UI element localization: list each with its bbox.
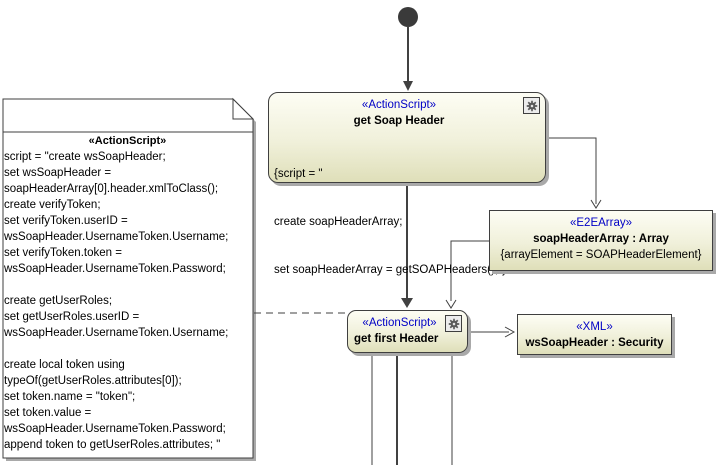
filled-arrowhead-icon xyxy=(401,298,413,308)
object-stereotype: «E2EArray» xyxy=(569,217,632,229)
action-get-first-header[interactable]: «ActionScript» get first Header xyxy=(347,310,468,353)
note-line: wsSoapHeader.UsernameToken.Password; xyxy=(4,263,226,275)
note-line: set getUserRoles.userID = xyxy=(4,311,140,323)
object-soapheaderarray[interactable]: «E2EArray» soapHeaderArray : Array {arra… xyxy=(489,210,713,271)
script-line: set soapHeaderArray = getSOAPHeaders();"… xyxy=(274,264,506,276)
note-line: create verifyToken; xyxy=(4,199,101,211)
note-line: typeOf(getUserRoles.attributes[0]); xyxy=(4,375,182,387)
gear-icon xyxy=(445,315,462,332)
action-name: get Soap Header xyxy=(353,115,445,127)
action-stereotype: «ActionScript» xyxy=(362,317,437,329)
control-flow-get-soap-header-to-get-first-header[interactable] xyxy=(401,184,413,308)
object-flow-get-soap-header-to-array[interactable] xyxy=(546,137,602,209)
note-line xyxy=(4,277,251,293)
script-note[interactable]: «ActionScript» script = "create wsSoapHe… xyxy=(4,133,251,453)
note-line: soapHeaderArray[0].header.xmlToClass(); xyxy=(4,183,219,195)
note-line xyxy=(4,341,251,357)
open-arrowhead-icon xyxy=(590,199,602,209)
note-line: create local token using xyxy=(4,359,125,371)
note-line: wsSoapHeader.UsernameToken.Username; xyxy=(4,327,229,339)
gear-icon xyxy=(523,97,540,114)
initial-node[interactable] xyxy=(398,7,418,27)
note-line: wsSoapHeader.UsernameToken.Password; xyxy=(4,423,226,435)
control-flow-initial-to-get-soap-header[interactable] xyxy=(403,27,413,91)
action-get-soap-header[interactable]: «ActionScript» get Soap Header {script =… xyxy=(268,92,546,276)
note-line: set token.name = "token"; xyxy=(4,391,136,403)
note-line: create getUserRoles; xyxy=(4,295,113,307)
object-flow-array-to-get-first-header[interactable] xyxy=(445,240,489,309)
script-line: create soapHeaderArray; xyxy=(274,216,403,228)
object-name: soapHeaderArray : Array xyxy=(533,233,669,245)
open-arrowhead-icon xyxy=(445,299,457,309)
note-line: append token to getUserRoles.attributes;… xyxy=(4,439,221,451)
object-flow-get-first-header-to-xml[interactable] xyxy=(468,326,516,338)
tagged-value: {arrayElement = SOAPHeaderElement} xyxy=(500,249,702,261)
note-line: script = "create wsSoapHeader; xyxy=(4,151,166,163)
note-fold-corner-icon xyxy=(232,97,255,120)
note-line: set verifyToken.userID = xyxy=(4,215,128,227)
note-shape[interactable] xyxy=(2,97,256,461)
script-line: {script = " xyxy=(274,168,323,180)
filled-arrowhead-icon xyxy=(403,81,413,91)
note-body[interactable] xyxy=(2,98,254,459)
object-wssoapheader[interactable]: «XML» wsSoapHeader : Security xyxy=(517,314,672,355)
object-stereotype: «XML» xyxy=(576,321,613,333)
note-line: wsSoapHeader.UsernameToken.Username; xyxy=(4,231,229,243)
note-line: set wsSoapHeader = xyxy=(4,167,112,179)
note-line: set token.value = xyxy=(4,407,92,419)
note-stereotype: «ActionScript» xyxy=(88,135,167,147)
note-line: set verifyToken.token = xyxy=(4,247,122,259)
object-name: wsSoapHeader : Security xyxy=(525,337,664,349)
action-name: get first Header xyxy=(354,333,439,345)
open-arrowhead-icon xyxy=(504,326,516,338)
action-stereotype: «ActionScript» xyxy=(361,99,437,111)
